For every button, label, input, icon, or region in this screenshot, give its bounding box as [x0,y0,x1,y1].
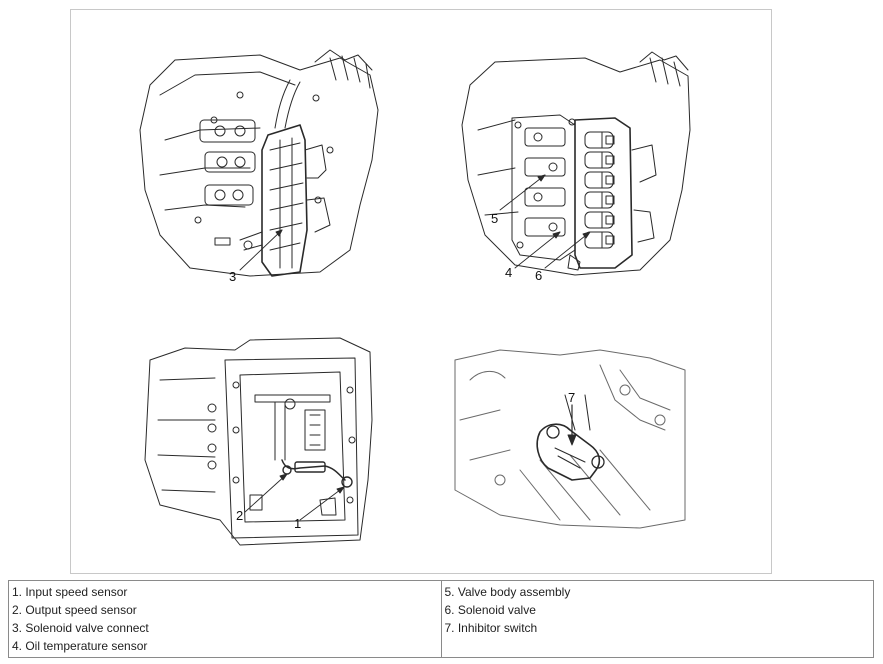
view-solenoid-connector [139,49,379,277]
legend-item-3: 3. Solenoid valve connect [12,621,149,635]
callout-5: 5 [491,211,499,226]
legend-right-cell: 5. Valve body assembly 6. Solenoid valve… [440,580,874,658]
callout-6: 6 [535,268,543,283]
callout-1: 1 [294,516,302,531]
callout-4: 4 [505,265,513,280]
legend-item-6: 6. Solenoid valve [444,603,536,617]
legend-item-1: 1. Input speed sensor [12,585,128,599]
view-inhibitor-switch [454,349,686,529]
legend-table: 1. Input speed sensor 2. Output speed se… [8,580,874,658]
view-valve-body [461,51,691,276]
callout-2: 2 [236,508,244,523]
callout-7: 7 [568,390,576,405]
view-speed-sensors [144,337,373,546]
legend-item-7: 7. Inhibitor switch [444,621,538,635]
callout-3: 3 [229,269,237,284]
legend-left-cell: 1. Input speed sensor 2. Output speed se… [8,580,442,658]
legend-item-5: 5. Valve body assembly [444,585,571,599]
figure-frame [70,9,772,574]
legend-item-4: 4. Oil temperature sensor [12,639,148,653]
legend-item-2: 2. Output speed sensor [12,603,137,617]
